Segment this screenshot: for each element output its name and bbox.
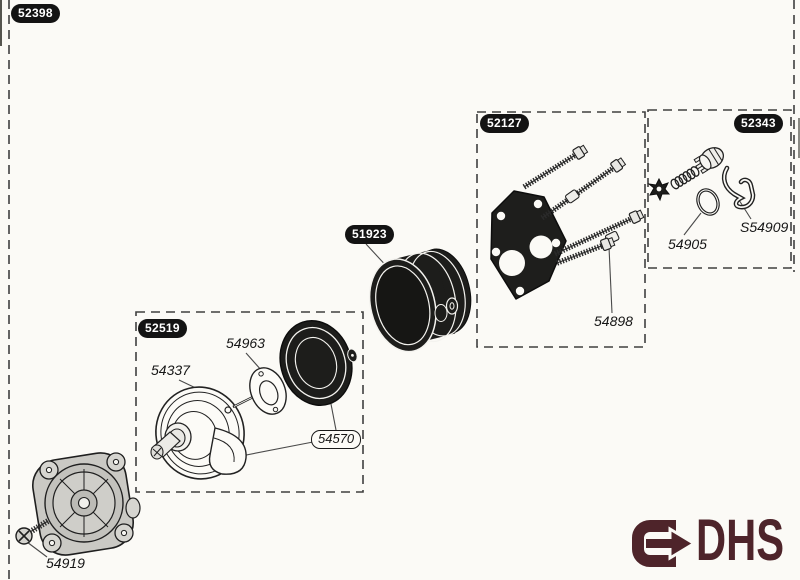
label-pin-54337: 54337 xyxy=(151,362,190,378)
badge-group-52343: 52343 xyxy=(735,115,782,132)
mounting-plate-part xyxy=(490,190,567,300)
label-screw-54919: 54919 xyxy=(46,555,85,571)
hook-clip-part xyxy=(721,165,756,210)
o-ring-part xyxy=(696,188,720,216)
group-box-52127 xyxy=(476,111,646,348)
badge-part-51923: 51923 xyxy=(346,226,393,243)
pump-housing-part xyxy=(32,452,141,556)
badge-assembly-52398: 52398 xyxy=(12,5,59,22)
leader-lines xyxy=(26,199,752,558)
label-clip-S54909: S54909 xyxy=(740,219,789,235)
dhs-arrow-right-icon xyxy=(632,520,697,567)
label-bolt-54898: 54898 xyxy=(594,313,633,329)
scan-artifact xyxy=(0,0,2,46)
dhs-wordmark: DHS xyxy=(696,514,784,568)
spring-part xyxy=(670,166,700,190)
label-gasket-54963: 54963 xyxy=(226,335,265,351)
rotor-assembly-part xyxy=(150,386,247,480)
dhs-logo-text: DHS xyxy=(696,514,784,568)
mounting-screw-part xyxy=(15,518,50,545)
assembly-boundary-dashed xyxy=(8,0,795,579)
badge-group-52127: 52127 xyxy=(481,115,528,132)
scan-artifact xyxy=(798,118,800,158)
star-clip-part xyxy=(647,177,671,202)
label-diaphragm-kit-54570: 54570 xyxy=(311,430,362,449)
bolt-set-part xyxy=(522,144,645,266)
label-oring-54905: 54905 xyxy=(668,236,707,252)
diaphragm-disc-part xyxy=(279,319,358,407)
group-box-52519 xyxy=(135,311,364,493)
badge-group-52519: 52519 xyxy=(139,320,186,337)
drum-part xyxy=(368,248,472,353)
valve-cap-part xyxy=(693,147,725,174)
gasket-part xyxy=(249,367,287,415)
